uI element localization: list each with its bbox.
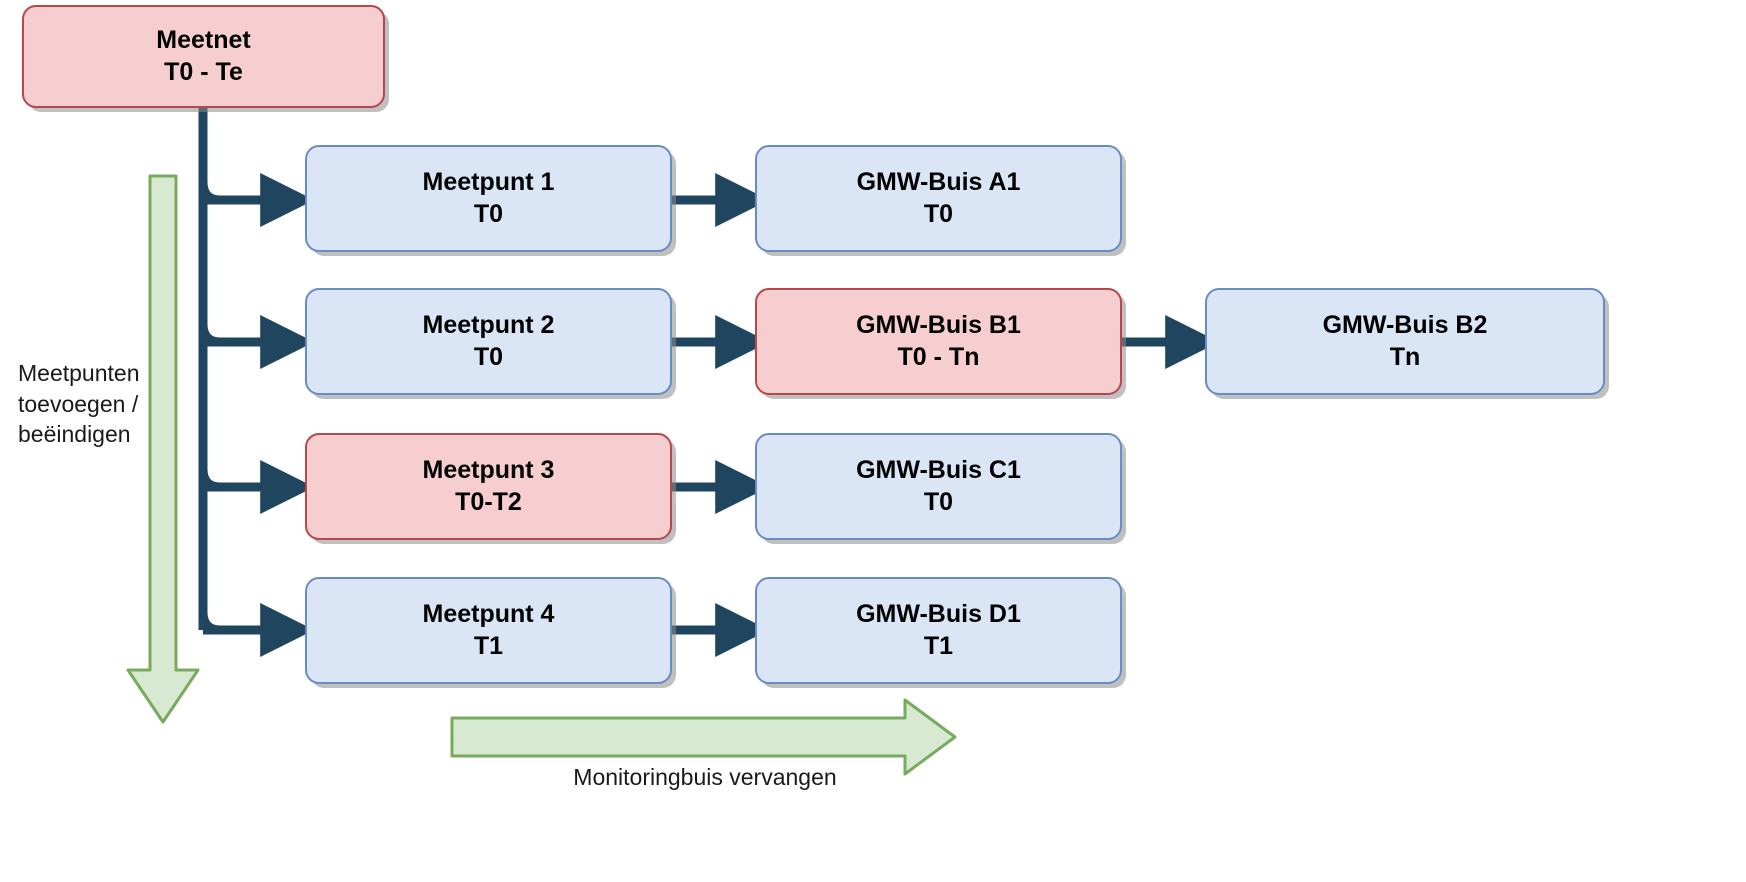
node-meetpunt-4[interactable]: Meetpunt 4 T1 <box>305 577 672 684</box>
label-monitoringbuis-vervangen: Monitoringbuis vervangen <box>573 764 837 790</box>
node-meetnet[interactable]: Meetnet T0 - Te <box>22 5 385 108</box>
node-meetpunt-4-line1: Meetpunt 4 <box>422 600 555 629</box>
node-gmw-buis-a1-line2: T0 <box>923 199 954 228</box>
node-meetpunt-2[interactable]: Meetpunt 2 T0 <box>305 288 672 395</box>
node-meetnet-line2: T0 - Te <box>164 57 243 86</box>
node-meetpunt-2-line2: T0 <box>473 342 504 371</box>
node-gmw-buis-a1[interactable]: GMW-Buis A1 T0 <box>755 145 1122 252</box>
node-meetpunt-4-line2: T1 <box>473 631 504 660</box>
node-gmw-buis-d1[interactable]: GMW-Buis D1 T1 <box>755 577 1122 684</box>
node-meetpunt-1-line1: Meetpunt 1 <box>422 168 555 197</box>
node-gmw-buis-d1-line2: T1 <box>923 631 954 660</box>
label-meetpunten-toevoegen-beeindigen: Meetpunten toevoegen / beëindigen <box>18 360 140 448</box>
node-meetpunt-3-line1: Meetpunt 3 <box>422 456 555 485</box>
node-gmw-buis-b2[interactable]: GMW-Buis B2 Tn <box>1205 288 1605 395</box>
node-gmw-buis-d1-line1: GMW-Buis D1 <box>856 600 1021 629</box>
node-meetpunt-2-line1: Meetpunt 2 <box>422 311 555 340</box>
node-meetpunt-1[interactable]: Meetpunt 1 T0 <box>305 145 672 252</box>
node-gmw-buis-b1-line1: GMW-Buis B1 <box>856 311 1021 340</box>
node-meetnet-line1: Meetnet <box>156 26 251 55</box>
node-gmw-buis-b2-line2: Tn <box>1389 342 1421 371</box>
node-meetpunt-3[interactable]: Meetpunt 3 T0-T2 <box>305 433 672 540</box>
node-gmw-buis-b1-line2: T0 - Tn <box>897 342 980 371</box>
node-gmw-buis-a1-line1: GMW-Buis A1 <box>856 168 1021 197</box>
node-meetpunt-3-line2: T0-T2 <box>455 487 522 516</box>
node-meetpunt-1-line2: T0 <box>473 199 504 228</box>
node-gmw-buis-b1[interactable]: GMW-Buis B1 T0 - Tn <box>755 288 1122 395</box>
node-gmw-buis-c1-line1: GMW-Buis C1 <box>856 456 1021 485</box>
node-gmw-buis-b2-line1: GMW-Buis B2 <box>1322 311 1488 340</box>
node-gmw-buis-c1[interactable]: GMW-Buis C1 T0 <box>755 433 1122 540</box>
node-gmw-buis-c1-line2: T0 <box>923 487 954 516</box>
